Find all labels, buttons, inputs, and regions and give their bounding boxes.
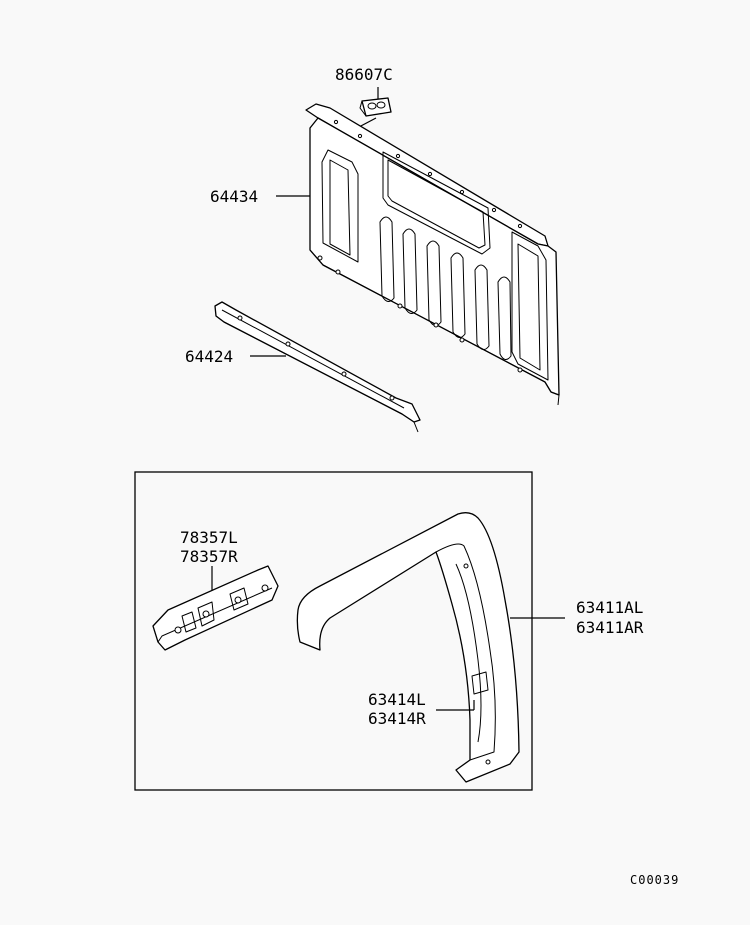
diagram-code: C00039 — [630, 873, 680, 887]
label-78357l: 78357L — [180, 528, 238, 547]
label-64424: 64424 — [185, 347, 234, 366]
label-63414l: 63414L — [368, 690, 426, 709]
bracket-part — [152, 565, 279, 651]
clip-part — [359, 97, 392, 117]
label-63411ar: 63411AR — [576, 618, 644, 637]
label-63414r: 63414R — [368, 709, 426, 728]
assembly-box — [134, 471, 533, 791]
label-64434: 64434 — [210, 187, 259, 206]
label-86607c: 86607C — [335, 65, 393, 84]
label-63411al: 63411AL — [576, 598, 644, 617]
back-panel-ribs — [379, 216, 512, 360]
back-panel-holes — [317, 119, 523, 373]
label-78357r: 78357R — [180, 547, 238, 566]
back-panel-part — [305, 103, 560, 406]
sill-part — [214, 301, 421, 433]
wheelhouse-part — [296, 512, 520, 783]
